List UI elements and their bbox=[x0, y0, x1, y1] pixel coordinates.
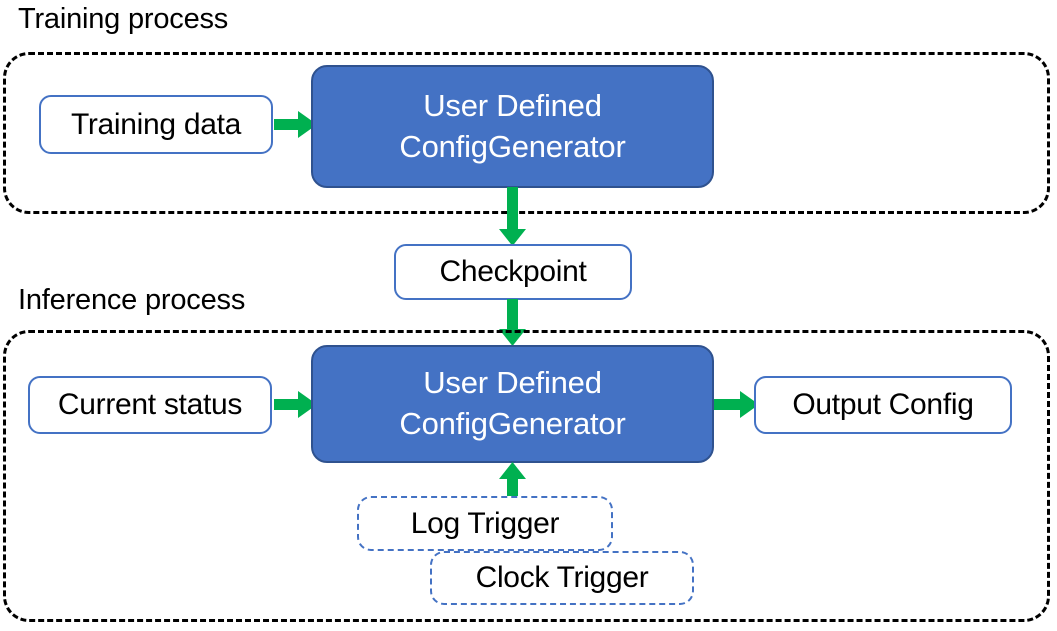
output-config-label: Output Config bbox=[792, 388, 974, 422]
inference-process-title: Inference process bbox=[18, 284, 246, 316]
arrow-current-status-to-processor bbox=[274, 391, 317, 418]
current-status-node[interactable]: Current status bbox=[28, 376, 272, 434]
training-config-generator-line1: User Defined bbox=[423, 87, 602, 123]
inference-process-container bbox=[3, 330, 1050, 622]
clock-trigger-node[interactable]: Clock Trigger bbox=[430, 551, 694, 605]
training-process-container bbox=[3, 52, 1050, 214]
inference-config-generator-line2: ConfigGenerator bbox=[399, 406, 626, 441]
arrow-checkpoint-to-inference-processor bbox=[499, 299, 526, 346]
output-config-node[interactable]: Output Config bbox=[754, 376, 1012, 434]
inference-config-generator-node[interactable]: User Defined ConfigGenerator bbox=[311, 345, 714, 463]
training-data-label: Training data bbox=[70, 107, 242, 141]
current-status-label: Current status bbox=[57, 388, 243, 422]
log-trigger-node[interactable]: Log Trigger bbox=[357, 496, 613, 551]
training-process-title: Training process bbox=[18, 3, 229, 35]
arrow-processor-to-output-config bbox=[714, 391, 759, 418]
clock-trigger-label: Clock Trigger bbox=[475, 561, 649, 595]
arrow-processor-to-checkpoint bbox=[499, 187, 526, 246]
arrow-training-data-to-processor bbox=[274, 111, 317, 138]
inference-config-generator-line1: User Defined bbox=[423, 365, 602, 401]
arrow-triggers-to-processor bbox=[499, 462, 526, 502]
log-trigger-label: Log Trigger bbox=[410, 506, 560, 540]
checkpoint-label: Checkpoint bbox=[439, 255, 587, 289]
checkpoint-node[interactable]: Checkpoint bbox=[394, 244, 632, 300]
training-config-generator-line2: ConfigGenerator bbox=[399, 128, 626, 164]
training-config-generator-node[interactable]: User Defined ConfigGenerator bbox=[311, 65, 714, 188]
training-data-node[interactable]: Training data bbox=[39, 95, 273, 154]
